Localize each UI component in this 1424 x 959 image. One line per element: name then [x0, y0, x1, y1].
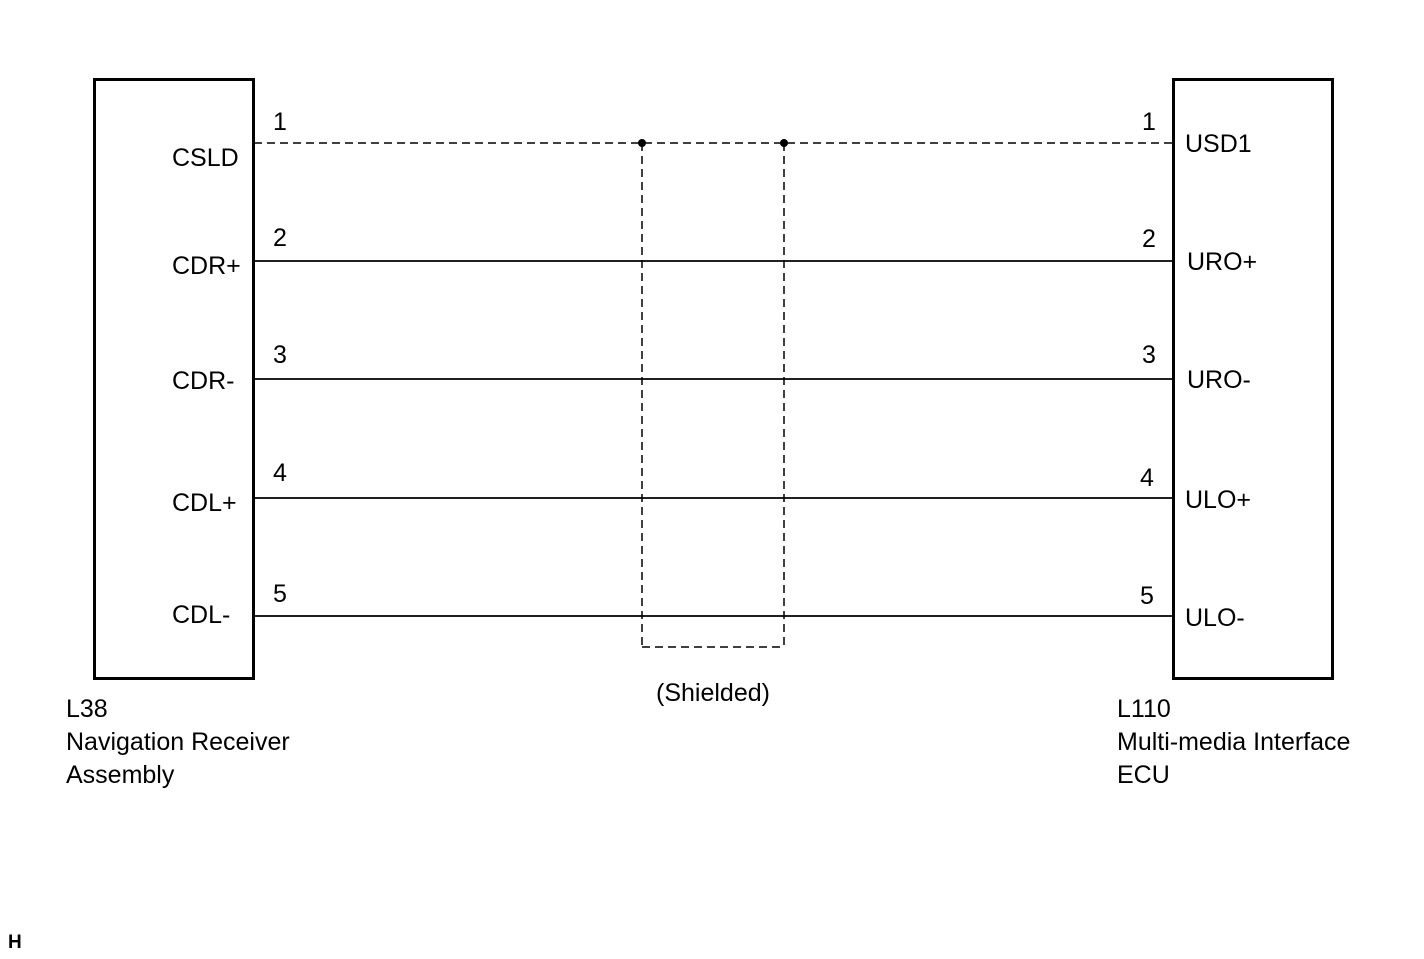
left-terminal-cdl-plus: CDL+	[172, 489, 237, 517]
right-component-code: L110	[1117, 695, 1171, 723]
left-pin-5: 5	[273, 580, 287, 608]
left-terminal-csld: CSLD	[172, 144, 239, 172]
left-pin-2: 2	[273, 224, 287, 252]
left-component-name-line2: Assembly	[66, 761, 175, 789]
right-terminal-ulo-minus: ULO-	[1185, 604, 1245, 632]
right-pin-1: 1	[1142, 108, 1156, 136]
left-component-caption: L38 Navigation Receiver Assembly	[66, 693, 290, 792]
right-component-name-line2: ECU	[1117, 761, 1170, 789]
right-terminal-uro-plus: URO+	[1187, 248, 1258, 276]
left-terminal-cdl-minus: CDL-	[172, 601, 231, 629]
multimedia-ecu-box	[1172, 78, 1334, 680]
left-pin-4: 4	[273, 459, 287, 487]
right-pin-5: 5	[1140, 582, 1154, 610]
right-terminal-uro-minus: URO-	[1187, 366, 1251, 394]
corner-mark: H	[8, 932, 22, 953]
right-terminal-ulo-plus: ULO+	[1185, 486, 1252, 514]
right-component-caption: L110 Multi-media Interface ECU	[1117, 693, 1350, 792]
navigation-receiver-box	[93, 78, 255, 680]
right-pin-4: 4	[1140, 464, 1154, 492]
right-pin-2: 2	[1142, 225, 1156, 253]
right-terminal-usd1: USD1	[1185, 130, 1252, 158]
left-pin-1: 1	[273, 108, 287, 136]
left-component-code: L38	[66, 695, 108, 723]
shield-enclosure	[641, 143, 785, 648]
left-pin-3: 3	[273, 341, 287, 369]
left-component-name-line1: Navigation Receiver	[66, 728, 290, 756]
shield-junction-dot-right	[780, 139, 788, 147]
right-component-name-line1: Multi-media Interface	[1117, 728, 1351, 756]
shield-label: (Shielded)	[656, 679, 770, 707]
left-terminal-cdr-minus: CDR-	[172, 367, 235, 395]
shield-junction-dot-left	[638, 139, 646, 147]
right-pin-3: 3	[1142, 341, 1156, 369]
left-terminal-cdr-plus: CDR+	[172, 252, 241, 280]
